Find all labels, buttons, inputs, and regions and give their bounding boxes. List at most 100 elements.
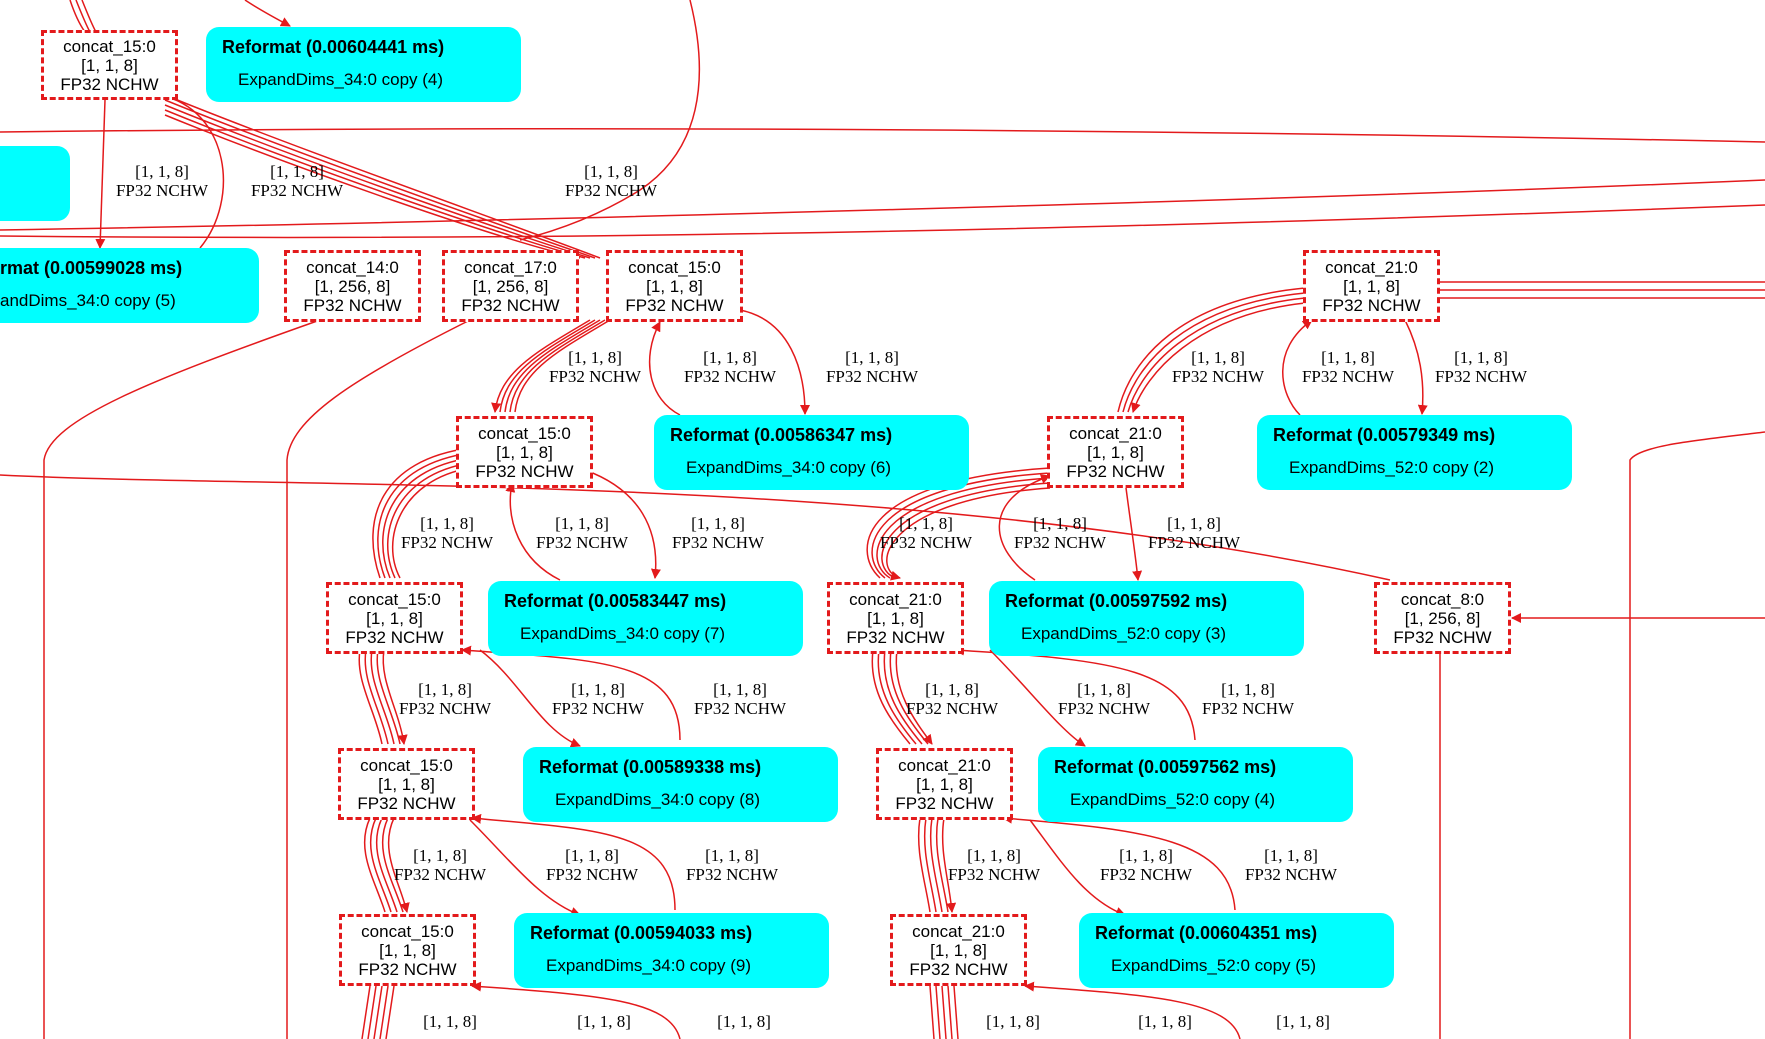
edge (373, 985, 383, 1039)
tensor-node[interactable]: concat_15:0 [1, 1, 8] FP32 NCHW (326, 582, 463, 654)
edge-label: [1, 1, 8]FP32 NCHW (947, 846, 1041, 884)
edge-label: [1, 1, 8]FP32 NCHW (535, 514, 629, 552)
tensor-shape: [1, 256, 8] (314, 276, 391, 296)
tensor-node[interactable]: concat_15:0 [1, 1, 8] FP32 NCHW (41, 30, 178, 100)
tensor-node[interactable]: concat_15:0 [1, 1, 8] FP32 NCHW (606, 250, 743, 322)
tensor-format: FP32 NCHW (60, 74, 159, 94)
edge (519, 0, 701, 241)
edge (648, 321, 681, 416)
tensor-node[interactable]: concat_15:0 [1, 1, 8] FP32 NCHW (456, 416, 593, 488)
edge-label: [1, 1, 8]FP32 NCHW (545, 846, 639, 884)
tensor-shape: [1, 1, 8] (378, 774, 435, 794)
edge-label: [1, 1, 8]FP32 NCHW (693, 680, 787, 718)
layer-node[interactable]: Reformat (0.00604441 ms) ExpandDims_34:0… (206, 27, 521, 102)
edge-label: [1, 1, 8]FP32 NCHW (400, 514, 494, 552)
tensor-node[interactable]: concat_14:0 [1, 256, 8] FP32 NCHW (284, 250, 421, 322)
edge (923, 817, 937, 913)
tensor-format: FP32 NCHW (1322, 295, 1421, 315)
layer-node[interactable]: Reformat (0.00604351 ms) ExpandDims_52:0… (1079, 913, 1394, 988)
layer-node[interactable] (0, 146, 70, 221)
tensor-node[interactable]: concat_21:0 [1, 1, 8] FP32 NCHW (1303, 250, 1440, 322)
edge (164, 104, 591, 259)
edge-label: [1, 1, 8]FP32 NCHW (685, 846, 779, 884)
edge-label: [1, 1, 8]FP32 NCHW (825, 348, 919, 386)
edge (364, 649, 389, 745)
layer-node[interactable]: rmat (0.00599028 ms) andDims_34:0 copy (… (0, 248, 259, 323)
tensor-node[interactable]: concat_8:0 [1, 256, 8] FP32 NCHW (1374, 582, 1511, 654)
tensor-node[interactable]: concat_17:0 [1, 256, 8] FP32 NCHW (442, 250, 579, 322)
edge (929, 985, 935, 1039)
tensor-node[interactable]: concat_21:0 [1, 1, 8] FP32 NCHW (827, 582, 964, 654)
layer-title: Reformat (0.00583447 ms) (504, 591, 727, 611)
tensor-shape: [1, 1, 8] (496, 442, 553, 462)
tensor-node[interactable]: concat_15:0 [1, 1, 8] FP32 NCHW (338, 748, 475, 820)
edge-label: [1, 1, 8]FP32 NCHW (250, 162, 344, 200)
edge (871, 472, 1051, 579)
tensor-node[interactable]: concat_21:0 [1, 1, 8] FP32 NCHW (876, 748, 1013, 820)
tensor-format: FP32 NCHW (303, 295, 402, 315)
edge (164, 94, 601, 259)
tensor-shape: [1, 1, 8] (379, 940, 436, 960)
tensor-name: concat_17:0 (464, 257, 557, 277)
edge (935, 817, 949, 913)
layer-subtitle: ExpandDims_52:0 copy (4) (1070, 790, 1276, 809)
edge-label: [1, 1, 8]FP32 NCHW (548, 348, 642, 386)
edge (1404, 319, 1428, 415)
layer-title: Reformat (0.00589338 ms) (539, 757, 762, 777)
edge (509, 319, 606, 413)
layer-subtitle: ExpandDims_34:0 copy (8) (555, 790, 761, 809)
tensor-shape: [1, 256, 8] (1404, 608, 1481, 628)
layer-node[interactable]: Reformat (0.00583447 ms) ExpandDims_34:0… (488, 581, 803, 656)
edge (1117, 287, 1306, 413)
edge-label: [1, 1, 8] (986, 1012, 1040, 1031)
tensor-node[interactable]: concat_21:0 [1, 1, 8] FP32 NCHW (890, 914, 1027, 986)
edge-label: [1, 1, 8]FP32 NCHW (398, 680, 492, 718)
tensor-shape: [1, 256, 8] (472, 276, 549, 296)
edge (1131, 302, 1306, 413)
edge (935, 985, 941, 1039)
edge (387, 817, 410, 913)
edge (889, 649, 929, 745)
layer-subtitle: andDims_34:0 copy (5) (0, 291, 176, 310)
tensor-node[interactable]: concat_15:0 [1, 1, 8] FP32 NCHW (339, 914, 476, 986)
edge (1029, 819, 1126, 917)
edge-label: [1, 1, 8]FP32 NCHW (1171, 348, 1265, 386)
tensor-name: concat_15:0 (360, 755, 453, 775)
tensor-name: concat_15:0 (478, 423, 571, 443)
layer-node[interactable]: Reformat (0.00597592 ms) ExpandDims_52:0… (989, 581, 1304, 656)
layer-subtitle: ExpandDims_52:0 copy (2) (1289, 458, 1495, 477)
tensor-format: FP32 NCHW (1393, 627, 1492, 647)
tensor-shape: [1, 1, 8] (1343, 276, 1400, 296)
edge (886, 487, 1051, 581)
edge-label: [1, 1, 8]FP32 NCHW (1244, 846, 1338, 884)
tensor-name: concat_15:0 (628, 257, 721, 277)
layer-node[interactable]: Reformat (0.00579349 ms) ExpandDims_52:0… (1257, 415, 1572, 490)
edge (377, 452, 471, 579)
layer-node[interactable]: Reformat (0.00589338 ms) ExpandDims_34:0… (523, 747, 838, 822)
edge (1122, 292, 1306, 413)
layer-node[interactable]: Reformat (0.00586347 ms) ExpandDims_34:0… (654, 415, 969, 490)
edge (929, 817, 943, 913)
layer-subtitle: ExpandDims_52:0 copy (5) (1111, 956, 1317, 975)
tensor-name: concat_15:0 (361, 921, 454, 941)
tensor-node[interactable]: concat_21:0 [1, 1, 8] FP32 NCHW (1047, 416, 1184, 488)
edge (382, 457, 471, 579)
edge-label: [1, 1, 8] (1138, 1012, 1192, 1031)
edge (164, 109, 586, 259)
edge-label: [1, 1, 8]FP32 NCHW (551, 680, 645, 718)
edge (471, 813, 676, 911)
layer-node[interactable]: Reformat (0.00594033 ms) ExpandDims_34:0… (514, 913, 829, 988)
edge (1002, 813, 1236, 911)
edge-label: [1, 1, 8] (577, 1012, 631, 1031)
edge (381, 817, 404, 913)
layer-title: Reformat (0.00604441 ms) (222, 37, 445, 57)
tensor-shape: [1, 1, 8] (867, 608, 924, 628)
layer-node[interactable]: Reformat (0.00597562 ms) ExpandDims_52:0… (1038, 747, 1353, 822)
edge (866, 467, 1051, 579)
edge (81, 0, 97, 33)
edge (917, 817, 931, 913)
tensor-name: concat_8:0 (1400, 589, 1485, 609)
edge (370, 649, 395, 745)
